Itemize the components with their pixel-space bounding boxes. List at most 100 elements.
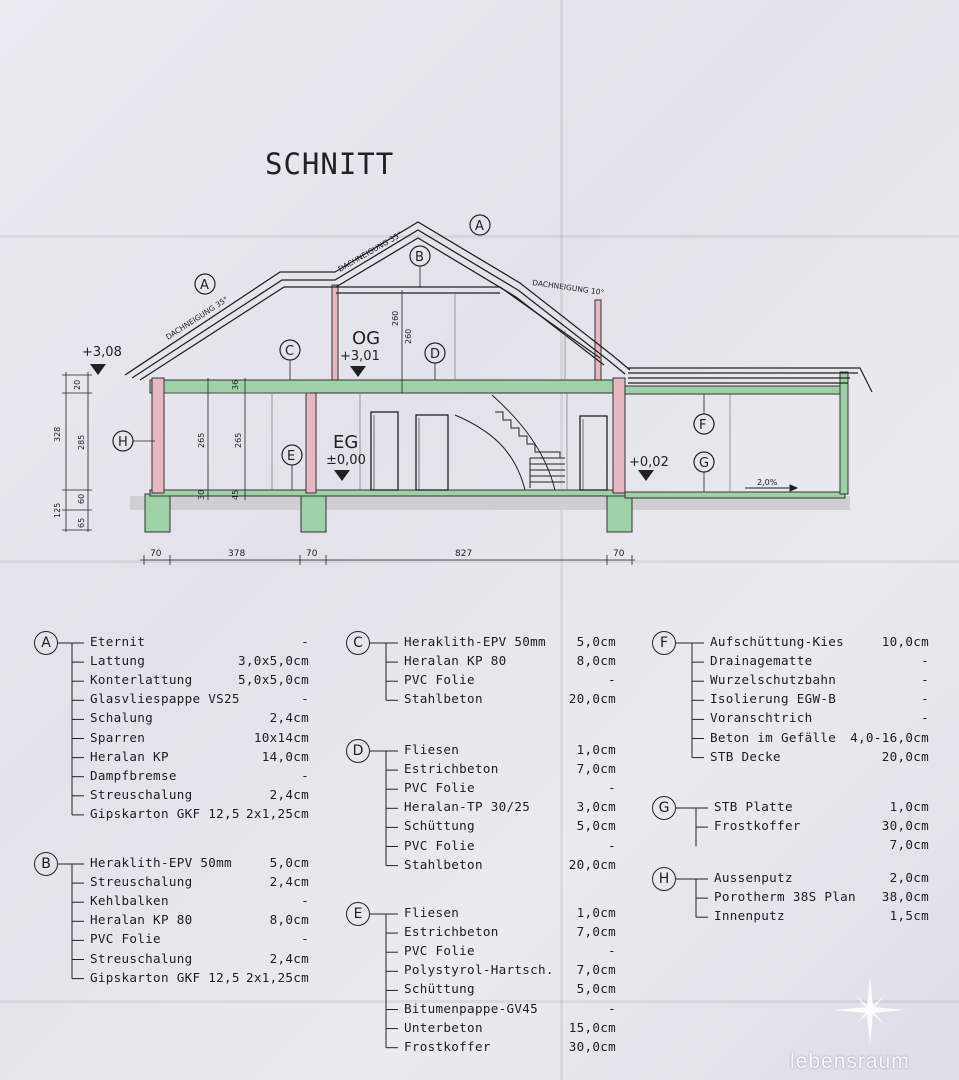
interior-lines	[165, 293, 731, 492]
svg-text:E: E	[287, 449, 295, 464]
legend-tree-lines	[370, 750, 398, 867]
legend-badge: F	[652, 631, 676, 655]
layer-thickness: 20,0cm	[568, 856, 616, 872]
layer-thickness: 14,0cm	[261, 748, 309, 764]
layer-material: PVC Folie	[404, 943, 475, 959]
layer-thickness: -	[301, 893, 309, 909]
legend-row: Streuschalung 2,4cm	[90, 874, 309, 892]
legend-row: PVC Folie-	[404, 838, 616, 856]
layer-material: Unterbeton	[404, 1019, 483, 1035]
layer-thickness: -	[608, 1000, 616, 1016]
layer-thickness: -	[301, 767, 309, 783]
dimension-label: 70	[613, 549, 625, 559]
layer-material: Heralan KP	[90, 748, 169, 764]
dimension-chain-horizontal	[140, 555, 635, 565]
layer-thickness: 2,0cm	[889, 870, 929, 885]
legend-row: PVC Folie -	[404, 780, 616, 798]
dimension-label: 827	[455, 549, 472, 559]
dimension-label: 36	[231, 380, 240, 390]
layer-thickness: 1,0cm	[889, 799, 929, 814]
elevation-label: ±0,00	[326, 453, 366, 468]
ground-slab-right	[624, 491, 846, 499]
dimension-label: 265	[234, 433, 243, 448]
layer-material: Estrichbeton	[404, 924, 499, 940]
layer-thickness: -	[301, 634, 309, 649]
layer-thickness: 5,0cm	[269, 855, 309, 870]
level-label-og: OG	[352, 328, 380, 349]
legend-row: Fliesen 1,0cm	[404, 905, 616, 923]
layer-thickness: 7,0cm	[576, 962, 616, 978]
svg-text:C: C	[285, 344, 294, 359]
og-wall	[594, 299, 602, 381]
layer-thickness: 20,0cm	[568, 691, 616, 707]
layer-material: Voranschtrich	[710, 710, 813, 726]
layer-material: Eternit	[90, 634, 146, 649]
layer-material: Fliesen	[404, 905, 460, 920]
layer-thickness: -	[608, 672, 616, 688]
legend-row: Isolierung EGW-B-	[710, 691, 929, 709]
exterior-wall-mid	[612, 377, 626, 494]
layer-material: Gipskarton GKF 12,5	[90, 805, 240, 821]
layer-thickness: -	[608, 780, 616, 796]
dimension-label: 328	[53, 427, 62, 442]
layer-material: Beton im Gefälle	[710, 729, 837, 745]
legend-row: 7,0cm	[714, 837, 929, 855]
dimension-label: 378	[228, 549, 245, 559]
layer-thickness: 5,0cm	[576, 634, 616, 649]
layer-thickness: 15,0cm	[568, 1019, 616, 1035]
svg-text:A: A	[200, 278, 209, 293]
section-marker-f: F	[693, 394, 715, 435]
legend-tree-lines	[58, 642, 84, 816]
layer-thickness: 1,0cm	[576, 905, 616, 920]
flat-roof-post	[839, 371, 849, 495]
layer-thickness: 30,0cm	[568, 1038, 616, 1054]
layer-material: PVC Folie	[404, 780, 475, 796]
layer-material: Innenputz	[714, 908, 785, 924]
legend-tree-lines	[676, 878, 708, 918]
legend-row: Eternit -	[90, 634, 309, 652]
layer-thickness: 2,4cm	[269, 710, 309, 726]
legend-row: Bitumenpappe-GV45-	[404, 1001, 616, 1019]
layer-thickness: 2,4cm	[269, 874, 309, 890]
layer-material: Heraklith-EPV 50mm	[90, 855, 232, 870]
layer-material: Streuschalung	[90, 786, 193, 802]
section-marker-a: A	[194, 273, 216, 295]
section-marker-b: B	[409, 245, 431, 287]
legend-row: PVC Folie-	[90, 931, 309, 949]
legend-row: Voranschtrich-	[710, 710, 929, 728]
layer-material: Konterlattung	[90, 672, 193, 688]
layer-material: Schüttung	[404, 981, 475, 997]
layer-material: Stahlbeton	[404, 691, 483, 707]
layer-thickness: 30,0cm	[881, 818, 929, 834]
svg-text:F: F	[699, 418, 706, 433]
layer-material: STB Platte	[714, 799, 793, 814]
ground-slab	[149, 489, 626, 497]
layer-thickness: 8,0cm	[269, 912, 309, 928]
layer-material: Estrichbeton	[404, 761, 499, 777]
section-marker-d: D	[424, 342, 446, 380]
section-marker-g: G	[693, 451, 715, 492]
paper-fold-line	[0, 560, 959, 563]
layer-material: Streuschalung	[90, 874, 193, 890]
layer-material: Isolierung EGW-B	[710, 691, 837, 707]
layer-thickness: -	[301, 931, 309, 947]
layer-thickness: 4,0-16,0cm	[850, 729, 929, 745]
layer-material: Drainagematte	[710, 653, 813, 669]
dimension-chain-vertical	[62, 290, 403, 532]
legend-badge: G	[652, 796, 676, 820]
